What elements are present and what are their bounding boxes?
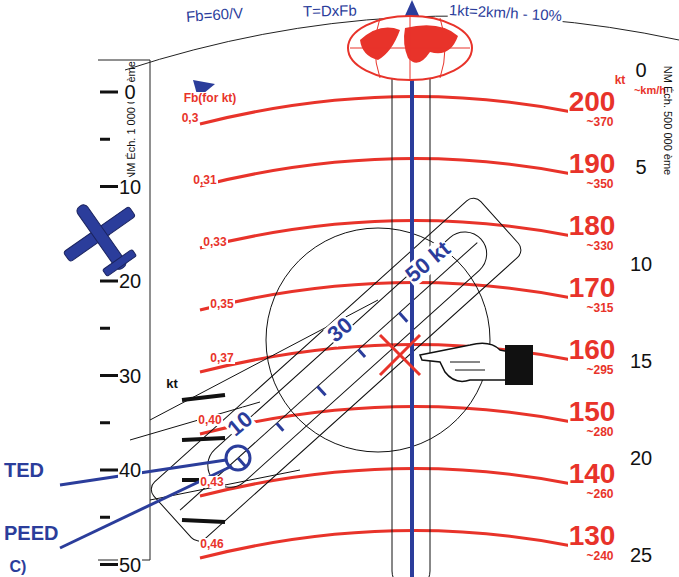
speed-arc bbox=[200, 469, 572, 496]
speed-mark: 10 bbox=[223, 407, 257, 441]
speed-kmh: ~370 bbox=[585, 116, 614, 128]
speed-kmh: ~295 bbox=[585, 364, 614, 376]
scale-number: 10 bbox=[118, 177, 142, 197]
speed-arc bbox=[200, 159, 572, 186]
scale-number: 0 bbox=[123, 82, 136, 102]
speed-knots: 160 bbox=[568, 336, 617, 364]
scale-number: 0 bbox=[634, 60, 647, 80]
scale-number: 50 bbox=[118, 555, 142, 575]
formula: T=DxFb bbox=[302, 2, 358, 18]
speed-arc bbox=[200, 221, 572, 248]
callout-text: PEED bbox=[3, 523, 59, 543]
scale-number: 5 bbox=[634, 157, 647, 177]
callout-text: C) bbox=[9, 559, 28, 575]
scale-number: 40 bbox=[118, 460, 142, 480]
fb-value: 0,37 bbox=[209, 352, 234, 364]
speed-knots: 150 bbox=[568, 398, 617, 426]
speed-kmh: ~240 bbox=[585, 550, 614, 562]
scale-number: 20 bbox=[629, 448, 653, 468]
scale-number: 25 bbox=[629, 545, 653, 565]
speed-arc bbox=[200, 407, 572, 434]
speed-kmh: ~280 bbox=[585, 426, 614, 438]
fb-value: 0,35 bbox=[209, 298, 234, 310]
fb-value: 0,46 bbox=[199, 538, 224, 550]
fb-value: 0,33 bbox=[202, 236, 227, 248]
conversion-note: 1kt=2km/h - 10% bbox=[447, 2, 563, 23]
speed-arc bbox=[200, 531, 572, 558]
speed-knots: 130 bbox=[568, 522, 617, 550]
speed-mark: 30 bbox=[323, 313, 357, 347]
speed-kmh: ~330 bbox=[585, 240, 614, 252]
unit-label: ~km/h bbox=[633, 85, 667, 96]
speed-kmh: ~350 bbox=[585, 178, 614, 190]
scale-number: 10 bbox=[629, 254, 653, 274]
column-title: Fb(for kt) bbox=[183, 92, 238, 104]
speed-kmh: ~315 bbox=[585, 302, 614, 314]
scale-number: 30 bbox=[118, 366, 142, 386]
formula: Fb=60/V bbox=[185, 4, 245, 23]
speed-arc bbox=[200, 97, 572, 124]
speed-knots: 170 bbox=[568, 274, 617, 302]
speed-knots: 180 bbox=[568, 212, 617, 240]
speed-knots: 190 bbox=[568, 150, 617, 178]
speed-arc bbox=[200, 283, 572, 310]
speed-knots: 140 bbox=[568, 460, 617, 488]
unit-label: kt bbox=[165, 377, 179, 390]
scale-title: NM Éch. 1 000 000 ème bbox=[126, 60, 137, 181]
scale-title: NM Éch. 500 000 ème bbox=[662, 64, 673, 175]
fb-value: 0,43 bbox=[199, 476, 224, 488]
speed-mark: 50 kt bbox=[401, 237, 455, 287]
fb-value: 0,40 bbox=[197, 414, 222, 426]
speed-knots: 200 bbox=[568, 88, 617, 116]
scale-number: 20 bbox=[118, 271, 142, 291]
unit-label: kt bbox=[614, 74, 627, 86]
speed-kmh: ~260 bbox=[585, 488, 614, 500]
scale-number: 15 bbox=[629, 351, 653, 371]
fb-value: 0,31 bbox=[192, 174, 217, 186]
fb-value: 0,3 bbox=[181, 112, 200, 124]
callout-text: TED bbox=[3, 460, 45, 480]
